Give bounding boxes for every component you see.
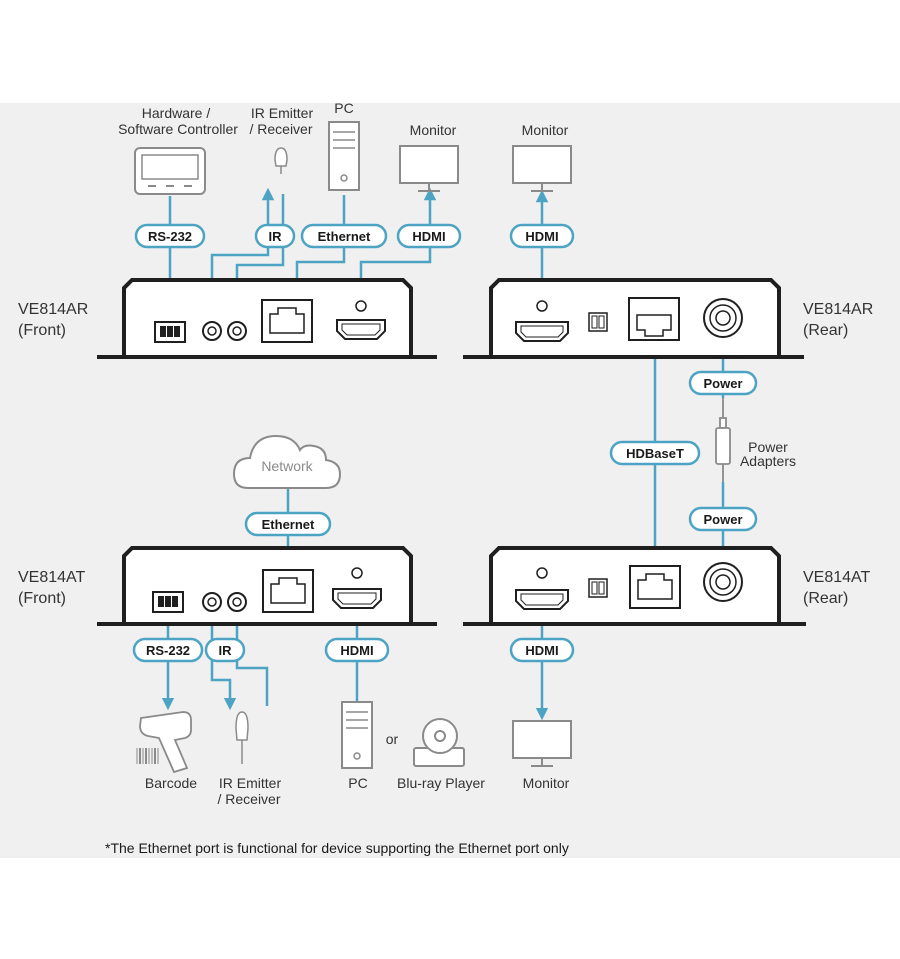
cable-label-hdmi: HDMI xyxy=(509,223,575,249)
ir-ports xyxy=(202,592,247,612)
dip-switch xyxy=(588,578,608,598)
cable-label-hdbaset: HDBaseT xyxy=(609,440,701,466)
ir-top-label-line2: / Receiver xyxy=(249,121,312,137)
controller-label-line1: Hardware / xyxy=(142,105,211,121)
monitor-icon xyxy=(512,145,572,192)
ir-emitter-icon xyxy=(274,147,288,174)
pc-top-label: PC xyxy=(334,100,353,116)
cable-label-ir: IR xyxy=(204,637,246,663)
ve814ar-rear-name: VE814AR xyxy=(803,301,873,318)
hdbaset-port xyxy=(629,565,681,609)
unit-labels: VE814AR (Front) VE814AR (Rear) VE814AT (… xyxy=(18,301,873,607)
cable-label-power: Power xyxy=(688,370,758,396)
network-cloud-icon xyxy=(232,434,342,489)
cable-label-ethernet: Ethernet xyxy=(300,223,388,249)
hdmi-port xyxy=(515,567,569,610)
ve814at-rear-name: VE814AT xyxy=(803,569,871,586)
peripheral-labels: Hardware / Software Controller IR Emitte… xyxy=(118,100,796,807)
cable-label-rs232: RS-232 xyxy=(134,223,206,249)
cable-label-hdmi: HDMI xyxy=(396,223,462,249)
power-adapters-label-line2: Adapters xyxy=(740,453,796,469)
ethernet-port xyxy=(262,569,314,613)
cable-label-text: HDMI xyxy=(525,229,558,244)
cable-label-ethernet: Ethernet xyxy=(244,511,332,537)
monitor-icon xyxy=(512,720,572,767)
power-jack xyxy=(703,298,743,338)
cable-label-text: Power xyxy=(703,512,742,527)
power-adapters-label-line1: Power xyxy=(748,439,788,455)
cable-label-text: IR xyxy=(219,643,233,658)
network-label: Network xyxy=(261,458,313,474)
ve814ar-front-unit xyxy=(97,278,437,359)
pc-bottom-label: PC xyxy=(348,775,367,791)
hdmi-port xyxy=(336,300,386,340)
hdmi-port xyxy=(332,567,382,609)
power-adapter-icon xyxy=(715,398,731,482)
cable-label-text: HDMI xyxy=(340,643,373,658)
ir-top-label-line1: IR Emitter xyxy=(251,105,314,121)
cable-label-power: Power xyxy=(688,506,758,532)
ve814ar-rear-unit xyxy=(463,278,804,359)
ethernet-port xyxy=(261,299,313,343)
pc-tower-icon xyxy=(341,701,373,769)
ve814ar-front-name: VE814AR xyxy=(18,301,88,318)
power-jack xyxy=(703,562,743,602)
ve814at-front-side: (Front) xyxy=(18,590,66,607)
ir-bottom-in-cable xyxy=(230,605,269,706)
ve814ar-rear-side: (Rear) xyxy=(803,322,848,339)
dip-switch xyxy=(588,312,608,332)
barcode-scanner-icon xyxy=(136,711,192,774)
ve814at-front-name: VE814AT xyxy=(18,569,86,586)
monitor-ar-front-label: Monitor xyxy=(410,122,457,138)
rs232-port xyxy=(154,321,186,343)
monitor-ar-rear-label: Monitor xyxy=(522,122,569,138)
ir-emitter-icon xyxy=(235,711,249,764)
cable-label-text: Power xyxy=(703,376,742,391)
controller-icon xyxy=(134,147,206,195)
bluray-player-icon xyxy=(413,718,465,767)
ve814at-rear-unit xyxy=(463,546,806,626)
rs232-port xyxy=(152,591,184,613)
ir-ports xyxy=(202,321,247,341)
controller-label-line2: Software Controller xyxy=(118,121,238,137)
ir-bottom-label-line1: IR Emitter xyxy=(219,775,282,791)
cable-label-rs232: RS-232 xyxy=(132,637,204,663)
ve814at-rear-side: (Rear) xyxy=(803,590,848,607)
pc-tower-icon xyxy=(328,121,360,191)
cable-label-hdmi: HDMI xyxy=(509,637,575,663)
bluray-label: Blu-ray Player xyxy=(397,775,485,791)
ve814ar-front-side: (Front) xyxy=(18,322,66,339)
monitor-at-rear-label: Monitor xyxy=(523,775,570,791)
or-label: or xyxy=(386,731,399,747)
cable-label-text: HDMI xyxy=(525,643,558,658)
ve814at-front-unit xyxy=(97,546,437,626)
cable-label-ir: IR xyxy=(254,223,296,249)
hdbaset-port xyxy=(628,297,680,341)
cable-label-text: Ethernet xyxy=(318,229,371,244)
footnote: *The Ethernet port is functional for dev… xyxy=(105,840,569,856)
cable-label-hdmi: HDMI xyxy=(324,637,390,663)
cable-label-text: RS-232 xyxy=(148,229,192,244)
cable-label-text: IR xyxy=(269,229,283,244)
monitor-icon xyxy=(399,145,459,192)
cable-label-text: RS-232 xyxy=(146,643,190,658)
cable-label-text: Ethernet xyxy=(262,517,315,532)
barcode-label: Barcode xyxy=(145,775,197,791)
cable-label-text: HDBaseT xyxy=(626,446,684,461)
ir-bottom-label-line2: / Receiver xyxy=(217,791,280,807)
cable-label-text: HDMI xyxy=(412,229,445,244)
hdmi-port xyxy=(515,300,569,342)
